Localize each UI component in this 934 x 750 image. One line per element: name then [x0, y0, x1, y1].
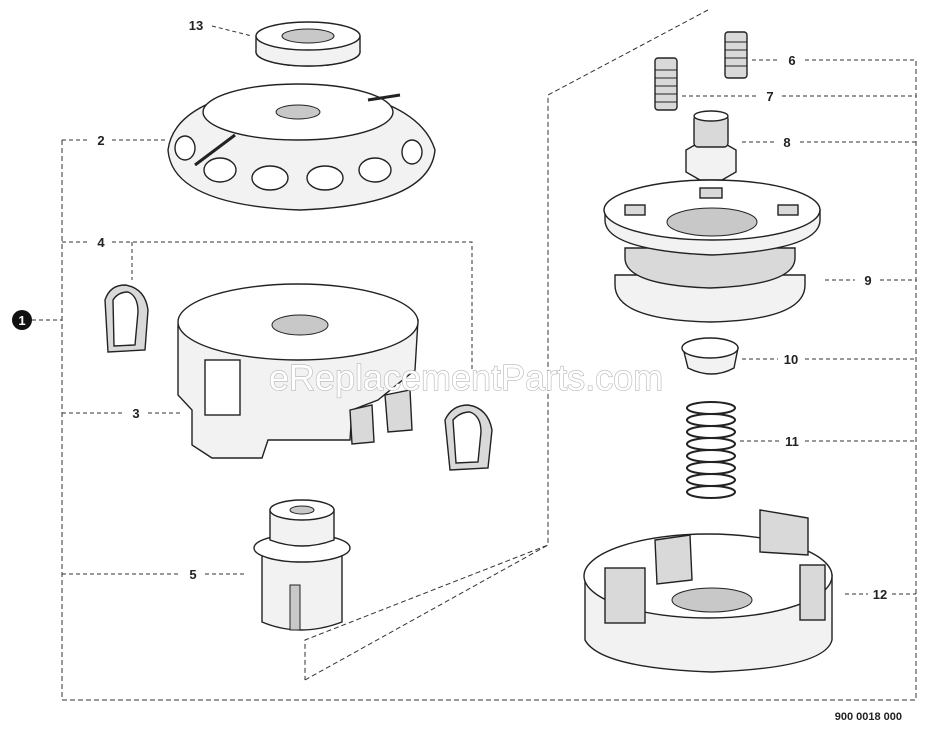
- part-4-eyelet-right: [444, 404, 493, 471]
- drawing-number: 900 0018 000: [835, 711, 902, 723]
- callout-9: 9: [864, 273, 871, 288]
- part-10-cap: [681, 337, 739, 375]
- callout-2: 2: [97, 133, 104, 148]
- callout-12: 12: [873, 587, 887, 602]
- assembly-frame: [61, 9, 917, 701]
- callout-10: 10: [784, 352, 798, 367]
- part-5-adapter: [253, 499, 351, 631]
- part-6-stud: [724, 31, 748, 79]
- part-12-base: [583, 509, 833, 673]
- part-9-spool: [603, 179, 821, 323]
- callout-3: 3: [132, 406, 139, 421]
- callout-11: 11: [785, 434, 799, 449]
- part-2-cover: [167, 83, 436, 211]
- callout-8: 8: [783, 135, 790, 150]
- part-3-housing: [177, 283, 419, 459]
- part-7-stud: [654, 57, 678, 111]
- callout-1: 1: [18, 313, 25, 328]
- callout-13: 13: [189, 18, 203, 33]
- callout-7: 7: [766, 89, 773, 104]
- callouts: 1 13 2 4 3 5 6 7 8 9 10 11 12: [12, 18, 887, 602]
- callout-1-badge: [12, 310, 32, 330]
- part-11-spring: [686, 401, 736, 499]
- leader-lines: [62, 59, 916, 595]
- callout-5: 5: [189, 567, 196, 582]
- callout-4: 4: [97, 235, 105, 250]
- part-4-eyelet-left: [104, 284, 149, 353]
- callout-6: 6: [788, 53, 795, 68]
- part-8-nut: [685, 110, 737, 181]
- part-13-ring: [211, 21, 361, 67]
- watermark: eReplacementParts.com: [269, 357, 663, 398]
